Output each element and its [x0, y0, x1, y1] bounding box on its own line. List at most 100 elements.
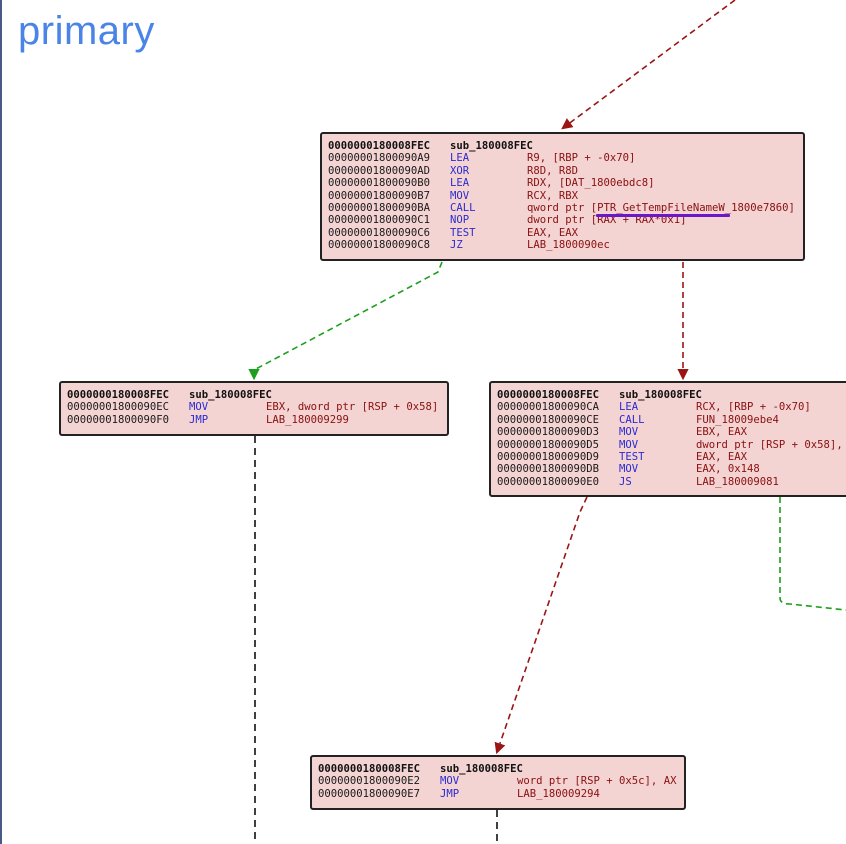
instr-address: 00000001800090A9 [328, 152, 431, 165]
instruction-row: 00000001800090B0 LEA RDX, [DAT_1800ebdc8] [328, 177, 797, 189]
instr-address: 00000001800090C6 [328, 226, 431, 239]
instr-address: 00000001800090E0 [497, 475, 600, 488]
instr-operands: qword ptr [PTR_GetTempFileNameW_1800e786… [527, 201, 795, 214]
code-block-3[interactable]: 0000000180008FEC sub_180008FEC 000000018… [489, 381, 846, 497]
instr-mnemonic: JZ [450, 239, 463, 252]
instruction-row: 00000001800090BA CALL qword ptr [PTR_GetTe… [328, 202, 797, 214]
instr-mnemonic: JMP [189, 413, 209, 426]
code-block-1[interactable]: 0000000180008FEC sub_180008FEC 000000018… [320, 132, 805, 261]
header-address: 0000000180008FEC [318, 763, 421, 775]
instr-operands: LAB_180009081 [696, 475, 779, 488]
instr-mnemonic: JS [619, 475, 632, 488]
instruction-row: 00000001800090A9 LEA R9, [RBP + -0x70] [328, 152, 797, 164]
header-function: sub_180008FEC [189, 389, 272, 401]
instr-address: 00000001800090AD [328, 164, 431, 177]
instr-address: 00000001800090D3 [497, 426, 600, 439]
instr-operands: EAX, EAX [527, 226, 579, 239]
instr-operands: RCX, RBX [527, 189, 579, 202]
instr-mnemonic: JMP [440, 787, 460, 800]
block-header: 0000000180008FEC sub_180008FEC [497, 389, 845, 401]
instr-mnemonic: CALL [619, 413, 645, 426]
instr-mnemonic: LEA [450, 177, 470, 190]
instruction-row: 00000001800090CA LEA RCX, [RBP + -0x70] [497, 401, 845, 413]
instruction-row: 00000001800090B7 MOV RCX, RBX [328, 190, 797, 202]
instr-address: 00000001800090B0 [328, 177, 431, 190]
instruction-row: 00000001800090DB MOV EAX, 0x148 [497, 463, 845, 475]
instr-operands: EAX, 0x148 [696, 463, 760, 476]
instruction-row: 00000001800090D5 MOV dword ptr [RSP + 0x58… [497, 439, 845, 451]
instr-address: 00000001800090D9 [497, 450, 600, 463]
header-function: sub_180008FEC [450, 140, 533, 152]
edge-incoming-block-1 [561, 0, 736, 130]
instr-address: 00000001800090EC [67, 401, 170, 414]
instr-operands: LAB_180009299 [266, 413, 349, 426]
instr-operands: dword ptr [RAX + RAX*0x1] [527, 214, 687, 227]
header-function: sub_180008FEC [440, 763, 523, 775]
code-block-4[interactable]: 0000000180008FEC sub_180008FEC 000000018… [310, 755, 686, 810]
edge-block-3-to-block-4 [494, 496, 588, 755]
instr-address: 00000001800090D5 [497, 438, 600, 451]
left-border [0, 0, 2, 844]
instruction-row: 00000001800090E7 JMP LAB_180009294 [318, 788, 678, 800]
instr-operands: RCX, [RBP + -0x70] [696, 401, 811, 414]
instruction-row: 00000001800090CE CALL FUN_18009ebe4 [497, 414, 845, 426]
header-function: sub_180008FEC [619, 389, 702, 401]
instr-mnemonic: CALL [450, 201, 476, 214]
instr-address: 00000001800090C8 [328, 239, 431, 252]
instr-address: 00000001800090CA [497, 401, 600, 414]
instr-mnemonic: MOV [619, 438, 639, 451]
instr-operands: R9, [RBP + -0x70] [527, 152, 636, 165]
instruction-row: 00000001800090D3 MOV EBX, EAX [497, 426, 845, 438]
instr-mnemonic: LEA [619, 401, 639, 414]
block-header: 0000000180008FEC sub_180008FEC [67, 389, 441, 401]
highlight-underline [596, 214, 730, 217]
instr-operands: word ptr [RSP + 0x5c], AX [517, 775, 677, 788]
instruction-row: 00000001800090AD XOR R8D, R8D [328, 165, 797, 177]
instr-address: 00000001800090CE [497, 413, 600, 426]
instruction-row: 00000001800090C8 JZ LAB_1800090ec [328, 239, 797, 251]
instr-address: 00000001800090E2 [318, 775, 421, 788]
instr-operands: LAB_1800090ec [527, 239, 610, 252]
code-block-2[interactable]: 0000000180008FEC sub_180008FEC 000000018… [59, 381, 449, 436]
instr-mnemonic: NOP [450, 214, 470, 227]
instr-operands: RDX, [DAT_1800ebdc8] [527, 177, 655, 190]
instr-mnemonic: MOV [189, 401, 209, 414]
header-address: 0000000180008FEC [67, 389, 170, 401]
instr-operands: EAX, EAX [696, 450, 748, 463]
instr-operands: EBX, EAX [696, 426, 748, 439]
instr-mnemonic: MOV [619, 463, 639, 476]
instr-mnemonic: MOV [440, 775, 460, 788]
instruction-row: 00000001800090D9 TEST EAX, EAX [497, 451, 845, 463]
header-address: 0000000180008FEC [497, 389, 600, 401]
instr-mnemonic: MOV [450, 189, 470, 202]
instruction-row: 00000001800090EC MOV EBX, dword ptr [RSP +… [67, 401, 441, 413]
instruction-row: 00000001800090E0 JS LAB_180009081 [497, 476, 845, 488]
instr-operands: EBX, dword ptr [RSP + 0x58] [266, 401, 439, 414]
instr-address: 00000001800090C1 [328, 214, 431, 227]
instr-mnemonic: XOR [450, 164, 470, 177]
instruction-row: 00000001800090C6 TEST EAX, EAX [328, 227, 797, 239]
instr-mnemonic: MOV [619, 426, 639, 439]
instr-address: 00000001800090DB [497, 463, 600, 476]
instr-mnemonic: TEST [619, 450, 645, 463]
instr-operands: dword ptr [RSP + 0x58], [696, 438, 843, 451]
instr-address: 00000001800090F0 [67, 413, 170, 426]
instr-address: 00000001800090BA [328, 201, 431, 214]
edge-block-1-to-block-2 [248, 261, 443, 381]
instr-operands: LAB_180009294 [517, 787, 600, 800]
block-header: 0000000180008FEC sub_180008FEC [318, 763, 678, 775]
instruction-row: 00000001800090F0 JMP LAB_180009299 [67, 414, 441, 426]
instruction-row: 00000001800090E2 MOV word ptr [RSP + 0x5c]… [318, 775, 678, 787]
instr-mnemonic: LEA [450, 152, 470, 165]
instruction-row: 00000001800090C1 NOP dword ptr [RAX + RAX*… [328, 214, 797, 226]
instr-address: 00000001800090B7 [328, 189, 431, 202]
instr-mnemonic: TEST [450, 226, 476, 239]
header-address: 0000000180008FEC [328, 140, 431, 152]
instr-address: 00000001800090E7 [318, 787, 421, 800]
edge-block-3-right [779, 497, 846, 611]
instr-operands: FUN_18009ebe4 [696, 413, 779, 426]
instr-operands: R8D, R8D [527, 164, 579, 177]
page-title: primary [18, 9, 155, 53]
block-header: 0000000180008FEC sub_180008FEC [328, 140, 797, 152]
